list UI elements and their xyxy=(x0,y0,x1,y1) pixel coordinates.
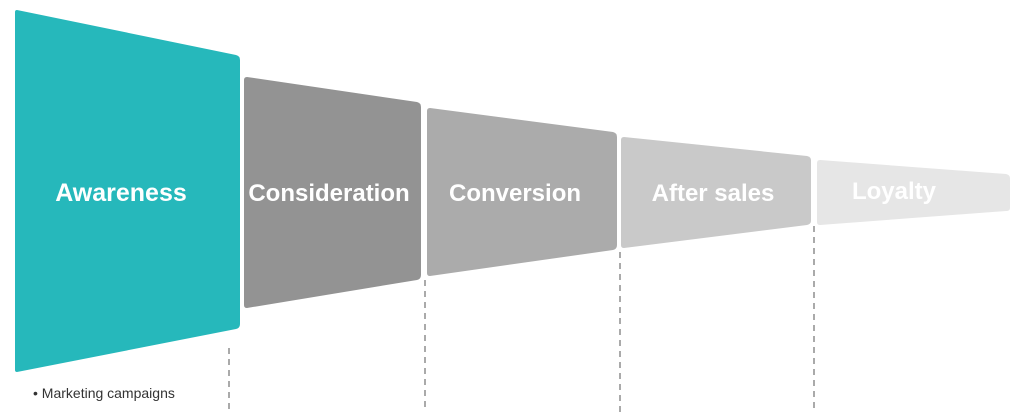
funnel-stage-loyalty: Loyalty xyxy=(817,160,1010,225)
funnel-stage-consideration-shape xyxy=(244,77,421,308)
funnel-stage-consideration-label: Consideration xyxy=(248,180,409,207)
funnel-stage-loyalty-label: Loyalty xyxy=(852,178,937,205)
awareness-note: • Marketing campaigns xyxy=(33,385,175,401)
funnel-stage-conversion-shape xyxy=(427,108,617,276)
funnel-stage-conversion-label: Conversion xyxy=(449,180,581,207)
funnel-stage-after-sales: After sales xyxy=(621,137,811,248)
funnel-stage-awareness: Awareness xyxy=(15,10,240,372)
funnel-stage-awareness-label: Awareness xyxy=(55,179,187,207)
funnel-stage-after-sales-shape xyxy=(621,137,811,248)
funnel-stage-conversion: Conversion xyxy=(427,108,617,276)
funnel-stage-awareness-shape xyxy=(15,10,240,372)
funnel-stage-consideration: Consideration xyxy=(244,77,421,308)
funnel-stage-loyalty-shape xyxy=(817,160,1010,225)
funnel-stage-after-sales-label: After sales xyxy=(652,180,775,207)
